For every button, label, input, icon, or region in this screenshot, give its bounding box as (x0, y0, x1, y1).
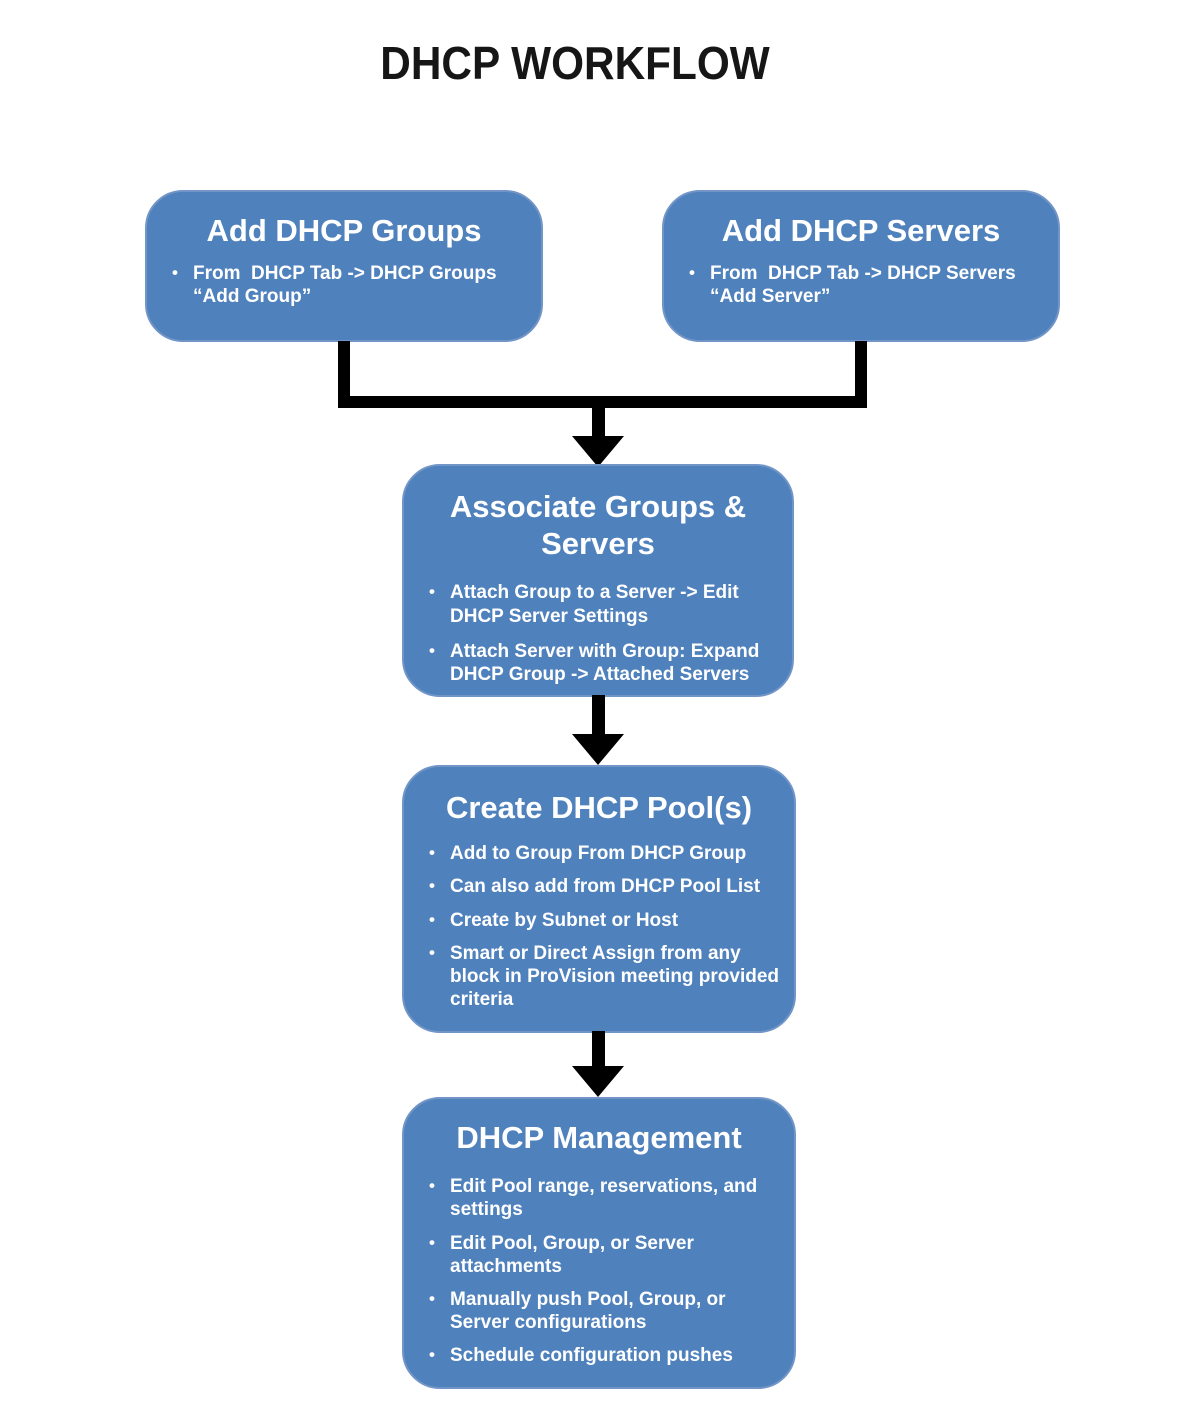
node-bullet-list: Edit Pool range, reservations, and setti… (404, 1175, 794, 1367)
bullet-item: Attach Group to a Server -> Edit DHCP Se… (404, 581, 792, 627)
bullet-item: Create by Subnet or Host (404, 909, 794, 932)
connector-right-stub (855, 341, 867, 401)
connector-arrow-shaft (592, 396, 605, 440)
bullet-item: Add to Group From DHCP Group (404, 842, 794, 865)
node-bullet-list: From DHCP Tab -> DHCP Groups “Add Group” (147, 262, 541, 308)
node-title: Add DHCP Servers (721, 213, 1001, 248)
node-title: Associate Groups & Servers (449, 489, 747, 562)
down-arrow-icon (572, 1066, 624, 1097)
page-title: DHCP WORKFLOW (380, 37, 770, 89)
flow-node-associate-groups-servers: Associate Groups & Servers Attach Group … (402, 464, 794, 697)
connector-left-stub (338, 341, 350, 401)
bullet-item: Can also add from DHCP Pool List (404, 875, 794, 898)
node-bullet-list: From DHCP Tab -> DHCP Servers “Add Serve… (664, 262, 1058, 308)
down-arrow-icon (572, 734, 624, 765)
bullet-item: Attach Server with Group: Expand DHCP Gr… (404, 640, 792, 686)
node-bullet-list: Attach Group to a Server -> Edit DHCP Se… (404, 581, 792, 686)
bullet-item: From DHCP Tab -> DHCP Servers “Add Serve… (664, 262, 1058, 308)
flow-node-add-dhcp-groups: Add DHCP Groups From DHCP Tab -> DHCP Gr… (145, 190, 543, 342)
node-title: Create DHCP Pool(s) (445, 790, 753, 825)
bullet-item: Schedule configuration pushes (404, 1344, 794, 1367)
down-arrow-icon (572, 436, 624, 467)
connector-arrow-shaft (592, 695, 605, 737)
flow-node-dhcp-management: DHCP Management Edit Pool range, reserva… (402, 1097, 796, 1389)
node-bullet-list: Add to Group From DHCP Group Can also ad… (404, 842, 794, 1011)
flow-node-create-dhcp-pools: Create DHCP Pool(s) Add to Group From DH… (402, 765, 796, 1033)
bullet-item: Edit Pool range, reservations, and setti… (404, 1175, 794, 1221)
connector-arrow-shaft (592, 1031, 605, 1069)
bullet-item: Edit Pool, Group, or Server attachments (404, 1232, 794, 1278)
node-title: DHCP Management (456, 1120, 742, 1155)
bullet-item: Manually push Pool, Group, or Server con… (404, 1288, 794, 1334)
bullet-item: From DHCP Tab -> DHCP Groups “Add Group” (147, 262, 541, 308)
node-title: Add DHCP Groups (206, 213, 482, 248)
bullet-item: Smart or Direct Assign from any block in… (404, 942, 794, 1012)
flow-node-add-dhcp-servers: Add DHCP Servers From DHCP Tab -> DHCP S… (662, 190, 1060, 342)
